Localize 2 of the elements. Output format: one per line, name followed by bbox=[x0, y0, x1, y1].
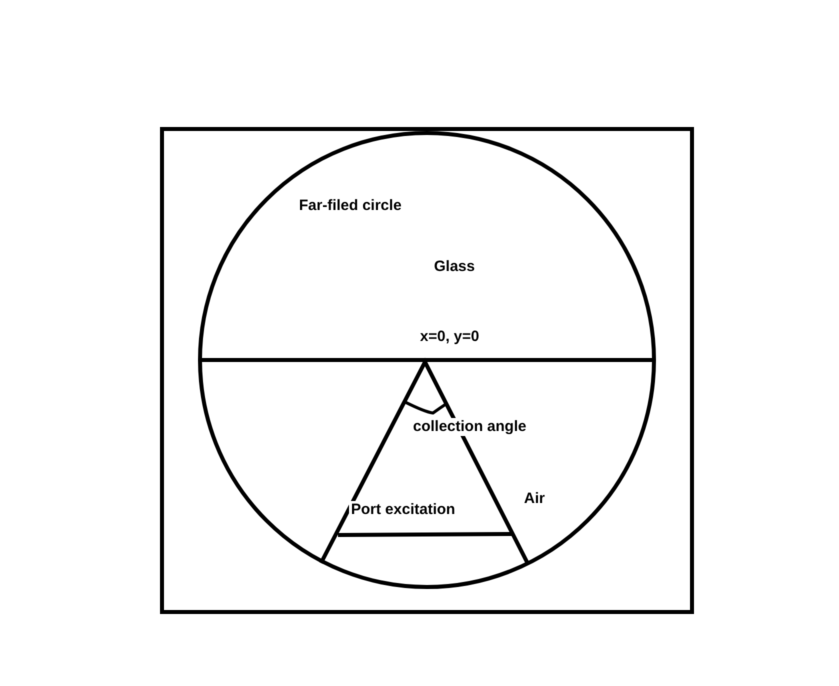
angle-label: collection angle bbox=[411, 418, 528, 436]
origin-label: x=0, y=0 bbox=[418, 328, 482, 346]
